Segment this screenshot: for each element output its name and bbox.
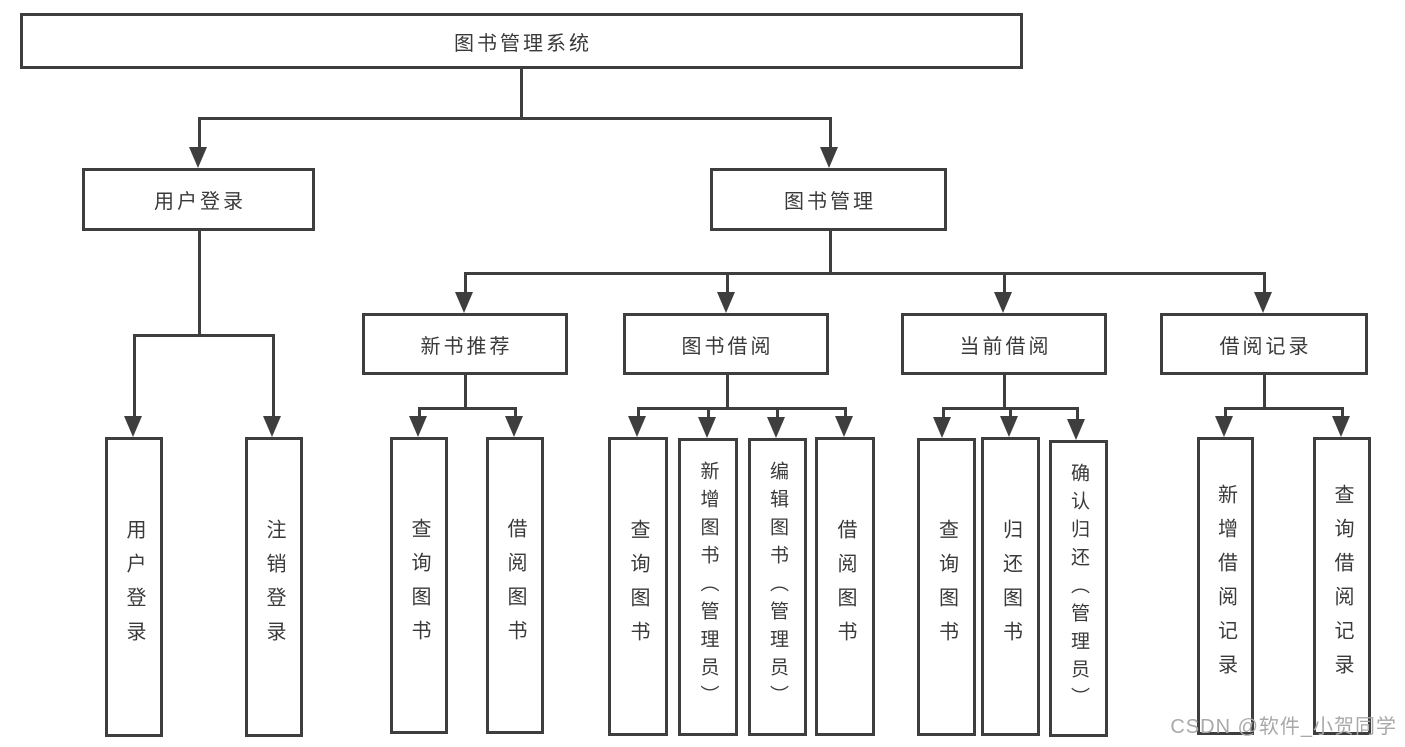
- node-leaf-user-login: 用户登录: [105, 437, 163, 737]
- node-label: 用户登录: [123, 519, 145, 655]
- arrow-down-icon: [1254, 292, 1272, 313]
- arrow-stem: [514, 408, 517, 418]
- arrow-down-icon: [698, 417, 716, 438]
- arrow-down-icon: [835, 416, 853, 437]
- csdn-watermark: CSDN @软件_小贺同学: [1170, 716, 1397, 738]
- arrow-down-icon: [455, 292, 473, 313]
- node-leaf-query-books-current: 查询图书: [917, 438, 976, 736]
- node-label: 确认归还（管理员）: [1068, 462, 1089, 715]
- node-current-borrowing: 当前借阅: [901, 313, 1107, 375]
- arrow-down-icon: [628, 416, 646, 437]
- node-borrowing-records: 借阅记录: [1160, 313, 1368, 375]
- node-book-borrowing: 图书借阅: [623, 313, 829, 375]
- node-label: 当前借阅: [959, 335, 1052, 358]
- node-leaf-confirm-return-admin: 确认归还（管理员）: [1049, 440, 1108, 737]
- node-book-management: 图书管理: [710, 168, 947, 231]
- node-leaf-query-books-borrow: 查询图书: [608, 437, 668, 736]
- arrow-stem: [707, 408, 710, 419]
- arrow-down-icon: [1215, 416, 1233, 437]
- arrow-stem: [1263, 273, 1266, 294]
- node-leaf-return-book: 归还图书: [981, 437, 1040, 736]
- node-label: 归还图书: [999, 518, 1022, 655]
- node-label: 查询借阅记录: [1331, 484, 1353, 688]
- node-label: 用户登录: [154, 191, 246, 213]
- arrow-down-icon: [1067, 419, 1085, 440]
- node-new-book-recommend: 新书推荐: [362, 313, 568, 375]
- arrow-stem: [726, 273, 729, 294]
- arrow-stem: [418, 408, 421, 418]
- arrow-down-icon: [189, 147, 207, 168]
- connector-hline: [1224, 407, 1344, 410]
- arrow-stem: [1224, 408, 1227, 418]
- arrow-stem: [637, 408, 640, 418]
- node-label: 查询图书: [627, 518, 649, 655]
- node-leaf-query-books-recommend: 查询图书: [390, 437, 448, 734]
- node-label: 借阅记录: [1219, 335, 1312, 358]
- arrow-stem: [464, 273, 467, 294]
- arrow-down-icon: [1332, 416, 1350, 437]
- arrow-stem: [829, 118, 832, 149]
- node-label: 图书管理: [784, 191, 876, 213]
- node-leaf-query-borrow-record: 查询借阅记录: [1313, 437, 1371, 735]
- arrow-down-icon: [263, 416, 281, 437]
- connector-vline: [464, 374, 467, 410]
- node-label: 查询图书: [408, 517, 430, 654]
- node-label: 新书推荐: [420, 335, 513, 358]
- connector-hline: [464, 272, 1266, 275]
- node-library-management-system: 图书管理系统: [20, 13, 1023, 69]
- arrow-stem: [942, 408, 945, 419]
- connector-hline: [637, 407, 847, 410]
- arrow-stem: [776, 408, 779, 419]
- connector-vline: [726, 374, 729, 410]
- node-label: 注销登录: [263, 519, 285, 655]
- arrow-down-icon: [994, 292, 1012, 313]
- node-leaf-add-borrow-record: 新增借阅记录: [1197, 437, 1254, 735]
- arrow-stem: [272, 335, 275, 418]
- node-label: 借阅图书: [504, 517, 526, 654]
- node-user-login-group: 用户登录: [82, 168, 315, 231]
- connector-hline: [133, 334, 275, 337]
- node-label: 图书借阅: [681, 335, 774, 358]
- node-leaf-edit-book-admin: 编辑图书（管理员）: [748, 438, 807, 736]
- arrow-stem: [198, 118, 201, 149]
- node-label: 借阅图书: [834, 518, 856, 655]
- node-label: 新增借阅记录: [1214, 484, 1237, 688]
- arrow-stem: [1341, 408, 1344, 418]
- node-leaf-add-book-admin: 新增图书（管理员）: [678, 438, 738, 736]
- node-leaf-logout: 注销登录: [245, 437, 303, 737]
- node-label: 查询图书: [935, 519, 958, 655]
- arrow-stem: [844, 408, 847, 418]
- arrow-down-icon: [933, 417, 951, 438]
- arrow-stem: [1003, 273, 1006, 294]
- node-leaf-borrow-books-recommend: 借阅图书: [486, 437, 544, 734]
- node-label: 新增图书（管理员）: [697, 461, 719, 713]
- node-label: 图书管理系统: [454, 32, 592, 55]
- connector-hline: [198, 117, 832, 120]
- connector-vline: [829, 230, 832, 275]
- node-label: 编辑图书（管理员）: [767, 461, 788, 713]
- connector-vline: [1263, 374, 1266, 410]
- arrow-stem: [133, 335, 136, 418]
- arrow-down-icon: [820, 147, 838, 168]
- arrow-down-icon: [124, 416, 142, 437]
- connector-hline: [418, 407, 517, 410]
- arrow-down-icon: [409, 416, 427, 437]
- arrow-down-icon: [717, 292, 735, 313]
- arrow-down-icon: [505, 416, 523, 437]
- connector-vline: [198, 230, 201, 337]
- connector-vline: [1003, 374, 1006, 410]
- arrow-down-icon: [1000, 416, 1018, 437]
- arrow-stem: [1009, 408, 1012, 418]
- connector-vline: [520, 68, 523, 120]
- arrow-down-icon: [767, 417, 785, 438]
- node-leaf-borrow-books: 借阅图书: [815, 437, 875, 736]
- arrow-stem: [1076, 408, 1079, 421]
